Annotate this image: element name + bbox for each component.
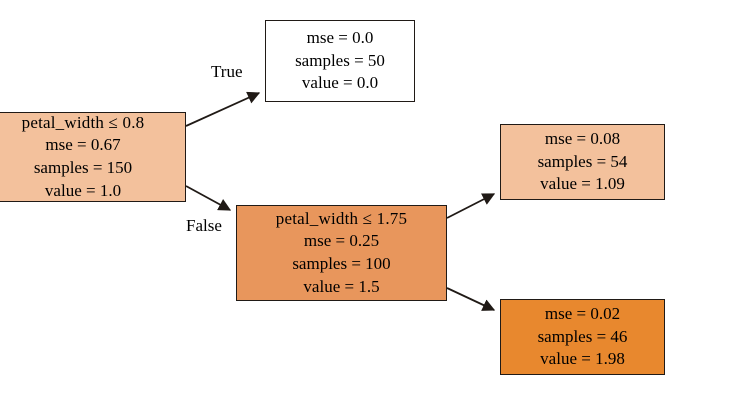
tree-node-leaf-a[interactable]: mse = 0.08 samples = 54 value = 1.09	[500, 124, 665, 200]
node-samples: samples = 150	[33, 158, 133, 177]
edge-label-true: True	[211, 62, 243, 81]
edge-label-false: False	[186, 216, 222, 235]
edge-root-to-internal	[185, 185, 232, 211]
node-samples: samples = 54	[537, 151, 628, 171]
edge-internal-to-leaf-a	[446, 193, 496, 219]
node-mse: mse = 0.67	[45, 135, 121, 155]
node-value: value = 1.5	[303, 276, 380, 296]
node-value: value = 1.09	[540, 174, 625, 194]
node-value: value = 1.0	[44, 180, 122, 200]
node-samples: samples = 46	[537, 326, 628, 346]
tree-node-leaf-true[interactable]: mse = 0.0 samples = 50 value = 0.0	[265, 20, 415, 102]
node-samples: samples = 100	[292, 254, 391, 273]
tree-node-leaf-b[interactable]: mse = 0.02 samples = 46 value = 1.98	[500, 299, 665, 375]
node-mse: mse = 0.0	[306, 28, 374, 48]
node-value: value = 1.98	[540, 349, 625, 369]
node-samples: samples = 50	[295, 50, 385, 70]
node-condition: petal_width ≤ 0.8	[21, 112, 145, 132]
node-value: value = 0.0	[301, 73, 379, 93]
tree-node-root[interactable]: petal_width ≤ 0.8 mse = 0.67 samples = 1…	[0, 112, 186, 202]
node-mse: mse = 0.02	[544, 304, 621, 324]
node-condition: petal_width ≤ 1.75	[275, 208, 408, 228]
edge-internal-to-leaf-b	[446, 287, 496, 311]
node-mse: mse = 0.08	[544, 129, 621, 149]
tree-node-internal[interactable]: petal_width ≤ 1.75 mse = 0.25 samples = …	[236, 205, 447, 301]
edge-root-to-leaf-true	[185, 91, 261, 127]
node-mse: mse = 0.25	[303, 231, 380, 251]
